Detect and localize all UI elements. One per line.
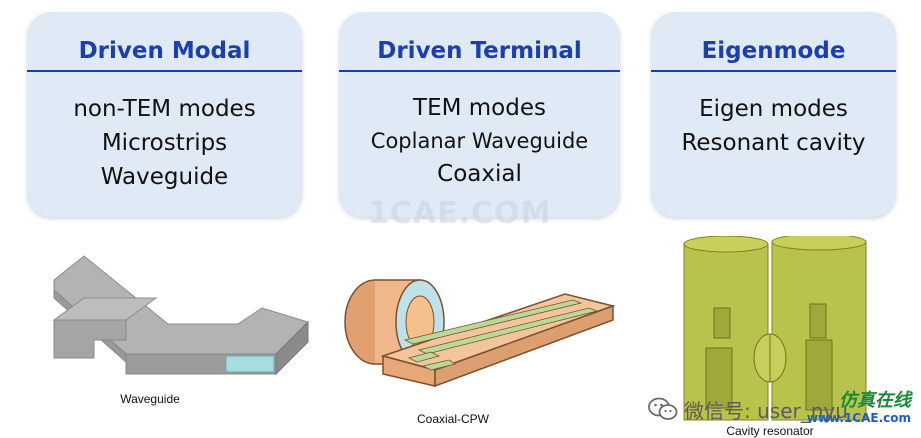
cavity-resonator-illustration bbox=[683, 236, 867, 421]
watermark-1cae: 1CAE.COM bbox=[368, 196, 552, 231]
card-line: Microstrips bbox=[101, 130, 228, 156]
caption-cavity: Cavity resonator bbox=[726, 424, 814, 438]
card-driven-terminal: Driven Terminal TEM modes Coplanar Waveg… bbox=[339, 12, 620, 217]
card-divider bbox=[651, 70, 896, 72]
cavity-post bbox=[705, 347, 733, 409]
waveguide-left-arm-top bbox=[52, 297, 158, 321]
waveguide-port bbox=[225, 355, 275, 373]
brand-url: www.1CAE.com bbox=[806, 411, 911, 425]
waveguide-illustration bbox=[52, 255, 309, 376]
card-divider bbox=[339, 70, 620, 72]
cpw-slot bbox=[417, 307, 599, 355]
cpw-slot bbox=[407, 351, 441, 363]
card-lines-eigenmode: Eigen modes Resonant cavity bbox=[651, 92, 896, 160]
card-lines-driven-modal: non-TEM modes Microstrips Waveguide bbox=[27, 92, 302, 194]
card-title-driven-modal: Driven Modal bbox=[78, 38, 251, 64]
cavity-post bbox=[809, 303, 827, 339]
card-line: Waveguide bbox=[100, 164, 229, 190]
card-title-eigenmode: Eigenmode bbox=[701, 38, 846, 64]
card-divider bbox=[27, 70, 302, 72]
cavity-post bbox=[713, 307, 731, 339]
card-driven-modal: Driven Modal non-TEM modes Microstrips W… bbox=[27, 12, 302, 217]
card-line: Resonant cavity bbox=[681, 130, 866, 156]
wechat-label: 微信号: user_nyu bbox=[684, 398, 848, 423]
card-lines-driven-terminal: TEM modes Coplanar Waveguide Coaxial bbox=[339, 92, 620, 191]
brand-cn: 仿真在线 bbox=[839, 390, 911, 411]
card-title-driven-terminal: Driven Terminal bbox=[377, 38, 582, 64]
cavity-post bbox=[805, 339, 833, 411]
card-line: non-TEM modes bbox=[73, 96, 256, 122]
wechat-icon bbox=[648, 397, 678, 420]
waveguide-side-face bbox=[275, 320, 309, 376]
cpw-board-side bbox=[434, 304, 614, 388]
card-line: Coplanar Waveguide bbox=[370, 129, 589, 153]
card-eigenmode: Eigenmode Eigen modes Resonant cavity bbox=[651, 12, 896, 217]
card-line: TEM modes bbox=[413, 95, 546, 121]
wechat-watermark: 微信号: user_nyu bbox=[648, 392, 848, 426]
cpw-slot bbox=[403, 299, 583, 345]
brand-watermark: 仿真在线 www.1CAE.com bbox=[806, 390, 911, 426]
card-line: Eigen modes bbox=[699, 96, 848, 122]
cpw-slot bbox=[421, 359, 456, 371]
caption-coaxial-cpw: Coaxial-CPW bbox=[416, 412, 489, 426]
card-line: Coaxial bbox=[437, 161, 522, 187]
caption-waveguide: Waveguide bbox=[120, 392, 180, 406]
coaxial-cpw-illustration bbox=[344, 279, 616, 388]
